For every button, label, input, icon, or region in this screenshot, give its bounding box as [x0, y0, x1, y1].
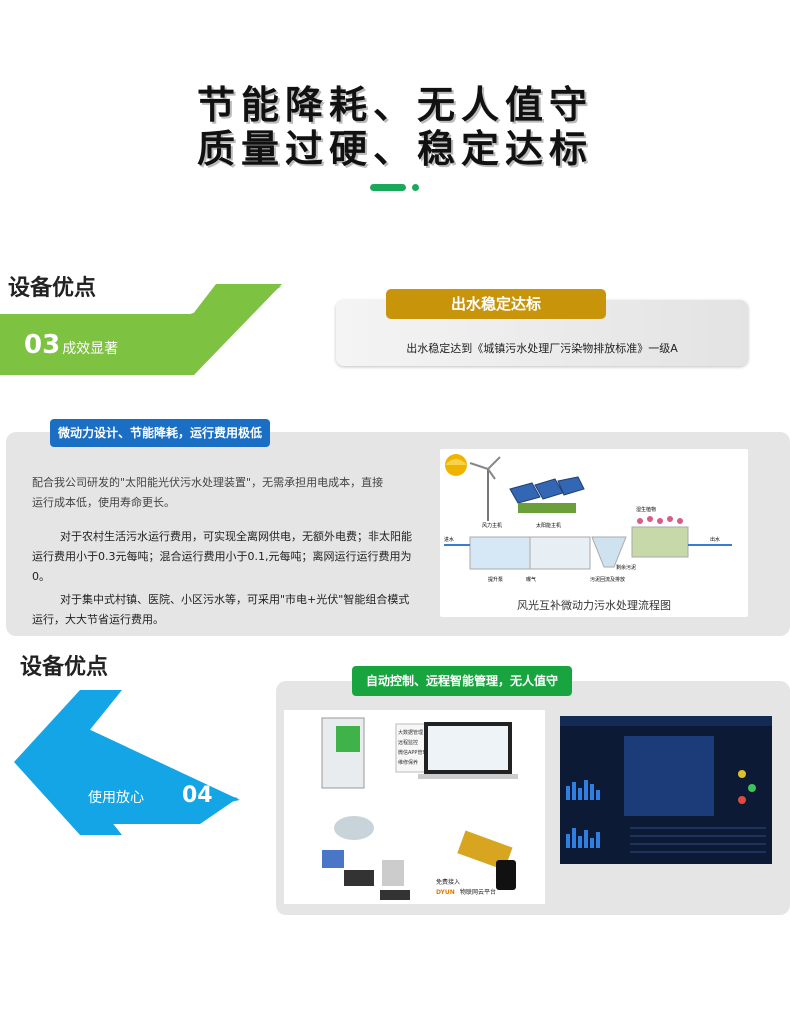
diagram-label-recycle: 污泥回流及排放: [590, 576, 625, 583]
section-heading-advantages: 设备优点: [8, 276, 97, 301]
diagram-label-aeration: 曝气: [526, 576, 536, 583]
phone-icon: [496, 860, 516, 890]
badge-label-04: 使用放心: [88, 790, 144, 806]
system-item-3: 微信APP管理: [398, 749, 427, 756]
process-diagram: 风力主机 太阳能主机 进水 出水 湿生植物 剩余污泥 污泥回流及排放 曝气 提升…: [440, 449, 748, 617]
system-item-4: 维修保养: [398, 759, 418, 766]
feature-paragraph-2: 对于农村生活污水运行费用，可实现全离网供电，无额外电费；非太阳能运行费用小于0.…: [32, 530, 412, 583]
diagram-label-pump: 提升泵: [488, 576, 503, 583]
cloud-brand: DYUN: [436, 889, 455, 896]
hero-title-line2: 质量过硬、稳定达标: [196, 127, 593, 171]
dashboard-image: [560, 716, 772, 864]
wetland-plants-icon: [637, 516, 683, 524]
system-item-2: 远程监控: [398, 739, 418, 746]
diagram-caption: 风光互补微动力污水处理流程图: [517, 599, 671, 612]
feature-paragraph-1: 配合我公司研发的"太阳能光伏污水处理装置"，无需承担用电成本，直接运行成本低，使…: [32, 476, 384, 509]
green-chevron-banner: [0, 284, 282, 375]
cloud-icon: [334, 816, 374, 840]
cloud-label-2: 物联网云平台: [460, 888, 496, 896]
control-card-tab: 自动控制、远程智能管理，无人值守: [352, 666, 572, 696]
effluent-card-tab: 出水稳定达标: [386, 289, 606, 319]
system-architecture-image: 大数据管理 远程监控 微信APP管理 维修保养 免费接入 DYUN 物联网云平台: [284, 710, 545, 904]
diagram-label-outflow: 出水: [710, 536, 720, 543]
blue-chevron-banner: [14, 690, 240, 835]
solar-panel-icon: [509, 476, 585, 504]
cloud-label-1: 免费接入: [436, 878, 460, 886]
wind-turbine-icon: [469, 456, 501, 480]
badge-label: 成效显著: [62, 341, 119, 357]
diagram-label-inflow: 进水: [444, 536, 454, 543]
badge-number-04: 04: [182, 783, 213, 808]
section-heading-advantages-2: 设备优点: [20, 655, 109, 680]
system-item-1: 大数据管理: [398, 729, 423, 736]
diagram-label-sludge: 剩余污泥: [616, 564, 636, 571]
diagram-label-plants: 湿生植物: [636, 506, 656, 513]
hero-title-line1: 节能降耗、无人值守: [196, 83, 593, 127]
effluent-card-text: 出水稳定达到《城镇污水处理厂污染物排放标准》一级A: [406, 342, 678, 355]
feature-card-tab: 微动力设计、节能降耗，运行费用极低: [50, 419, 270, 447]
diagram-label-solar: 太阳能主机: [536, 522, 561, 529]
map-china: [624, 736, 714, 816]
process-diagram-image: 风力主机 太阳能主机 进水 出水 湿生植物 剩余污泥 污泥回流及排放 曝气 提升…: [444, 454, 732, 583]
diagram-label-wind: 风力主机: [482, 522, 502, 529]
badge-number: 03: [24, 330, 61, 360]
feature-paragraph-3: 对于集中式村镇、医院、小区污水等，可采用"市电+光伏"智能组合模式运行，大大节省…: [32, 593, 410, 626]
